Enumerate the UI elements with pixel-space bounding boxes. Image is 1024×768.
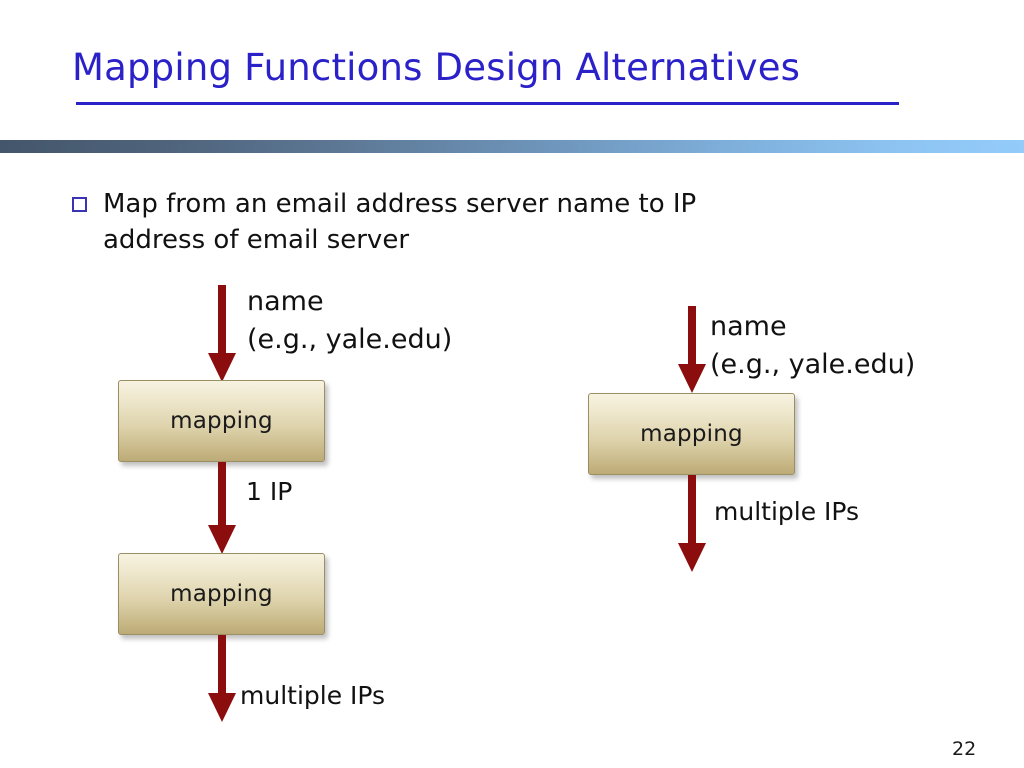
left-input-label-line1: name (247, 286, 324, 317)
left-input-label: name (e.g., yale.edu) (247, 283, 452, 359)
arrow-down-right-output (672, 475, 712, 575)
left-middle-label: 1 IP (246, 477, 293, 506)
square-outline-bullet-icon (72, 197, 87, 212)
right-input-label-line1: name (710, 311, 787, 342)
bullet-item-text: Map from an email address server name to… (103, 189, 697, 255)
right-input-label: name (e.g., yale.edu) (710, 308, 915, 384)
arrow-down-left-input (202, 285, 242, 385)
left-mapping-box-2-label: mapping (170, 581, 273, 607)
page-number: 22 (952, 738, 977, 760)
title-underline (76, 102, 899, 105)
page-title: Mapping Functions Design Alternatives (72, 46, 801, 89)
left-mapping-box-1-label: mapping (170, 408, 273, 434)
bullet-list-item: Map from an email address server name to… (72, 186, 872, 258)
right-input-label-line2: (e.g., yale.edu) (710, 349, 916, 380)
right-output-label: multiple IPs (714, 497, 860, 526)
right-mapping-box[interactable]: mapping (588, 393, 795, 475)
left-output-label: multiple IPs (240, 681, 386, 710)
accent-divider-bar (0, 140, 1024, 153)
left-mapping-box-2[interactable]: mapping (118, 553, 325, 635)
left-mapping-box-1[interactable]: mapping (118, 380, 325, 462)
left-input-label-line2: (e.g., yale.edu) (247, 324, 453, 355)
right-mapping-box-label: mapping (640, 421, 743, 447)
arrow-down-right-input (672, 306, 712, 396)
arrow-down-left-output (202, 635, 242, 725)
arrow-down-left-middle (202, 462, 242, 557)
